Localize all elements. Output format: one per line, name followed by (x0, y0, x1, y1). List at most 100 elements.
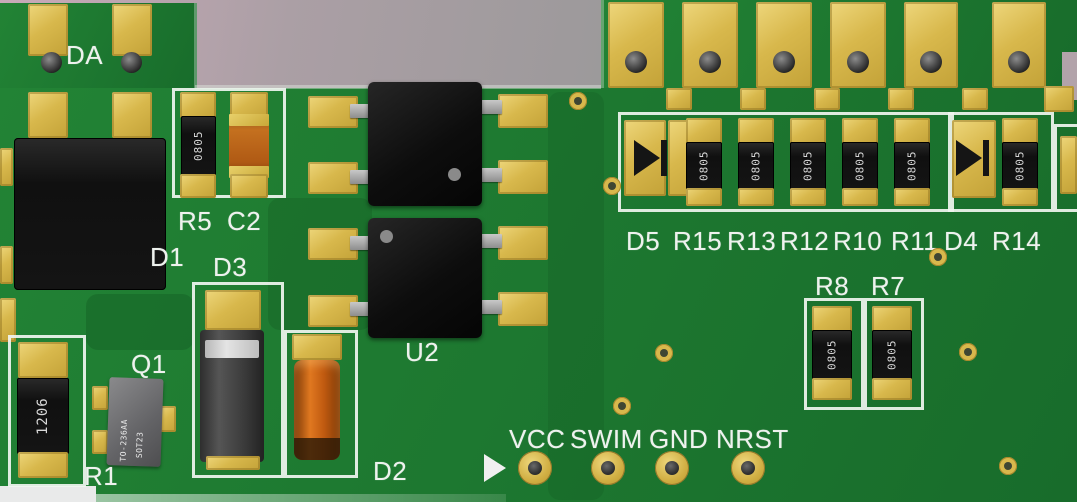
board-edge-bottom-line (96, 494, 506, 502)
smd-pad (18, 342, 68, 378)
connector-pad (992, 2, 1046, 88)
smd-pad (180, 92, 216, 118)
smd-pad (894, 118, 930, 144)
silkscreen-outline-r8 (804, 298, 864, 410)
smd-pad (230, 174, 268, 198)
smd-pad (498, 292, 548, 326)
smd-pad (308, 162, 358, 194)
smd-pad (498, 94, 548, 128)
designator-r7: R7 (871, 271, 906, 301)
pin1-arrow (484, 454, 506, 482)
ic-pin (350, 302, 372, 316)
designator-d3: D3 (213, 252, 248, 282)
smd-pad (872, 378, 912, 400)
via (613, 397, 631, 415)
smd-pad (872, 306, 912, 332)
smd-pad (0, 148, 13, 186)
smd-pad (28, 92, 68, 138)
header-pad-swim (591, 451, 625, 485)
smd-pad (160, 406, 176, 432)
silkscreen-outline-r1 (8, 335, 86, 487)
resistor-r8: 0805 (812, 330, 852, 380)
resistor-r13-marking: 0805 (749, 150, 763, 182)
resistor-r14: 0805 (1002, 142, 1038, 190)
via (929, 248, 947, 266)
designator-da: DA (66, 40, 104, 70)
designator-d5: D5 (626, 226, 661, 256)
via (603, 177, 621, 195)
smd-pad (1002, 118, 1038, 144)
designator-r8: R8 (815, 271, 850, 301)
designator-u2: U2 (405, 337, 440, 367)
diode-d2-band (294, 438, 340, 460)
ic-pin (350, 236, 372, 250)
smd-pad (92, 430, 108, 454)
drill-hole (773, 51, 795, 73)
resistor-r15-marking: 0805 (697, 150, 711, 182)
smd-pad (180, 174, 216, 198)
smd-pad (308, 295, 358, 327)
ic-pin (478, 168, 502, 182)
designator-r10: R10 (833, 226, 883, 256)
diode-d5-bar (661, 140, 667, 176)
designator-r13: R13 (727, 226, 777, 256)
smd-pad (308, 228, 358, 260)
ic-optocoupler-lower-u2 (368, 218, 482, 338)
smd-pad (790, 188, 826, 206)
drill-hole (847, 51, 869, 73)
via (999, 457, 1017, 475)
smd-pad (1044, 86, 1074, 112)
resistor-r12: 0805 (790, 142, 826, 190)
resistor-r8-marking: 0805 (825, 339, 839, 371)
resistor-r1: 1206 (17, 378, 69, 454)
diode-d4-symbol (956, 140, 982, 176)
smd-pad (1002, 188, 1038, 206)
board-edge-right-section-left (601, 0, 604, 88)
via (655, 344, 673, 362)
designator-d4: D4 (944, 226, 979, 256)
label-nrst: NRST (716, 424, 789, 454)
smd-pad (740, 88, 766, 110)
resistor-r5: 0805 (181, 116, 216, 176)
resistor-r15: 0805 (686, 142, 722, 190)
smd-pad (92, 386, 108, 410)
resistor-r7-marking: 0805 (885, 339, 899, 371)
ic-pin1-dot (380, 230, 393, 243)
drill-hole (1008, 51, 1030, 73)
smd-pad (738, 188, 774, 206)
component-d1 (14, 138, 166, 290)
connector-pad (608, 2, 664, 88)
resistor-r11: 0805 (894, 142, 930, 190)
smd-pad (498, 160, 548, 194)
board-edge-tab-right (194, 3, 197, 88)
smd-pad (738, 118, 774, 144)
label-swim: SWIM (570, 424, 643, 454)
smd-pad (666, 88, 692, 110)
smd-pad (498, 226, 548, 260)
designator-r14: R14 (992, 226, 1042, 256)
smd-pad (812, 306, 852, 332)
designator-d2: D2 (373, 456, 408, 486)
diode-d4-bar (983, 140, 989, 176)
transistor-q1: SOT23 TO-236AA (106, 377, 164, 467)
smd-pad (842, 188, 878, 206)
designator-r15: R15 (673, 226, 723, 256)
silkscreen-outline-r5c2 (172, 88, 286, 198)
smd-pad (205, 290, 261, 330)
header-pad-gnd (655, 451, 689, 485)
resistor-r12-marking: 0805 (801, 150, 815, 182)
ic-pin (350, 104, 372, 118)
designator-r5: R5 (178, 206, 213, 236)
resistor-r13: 0805 (738, 142, 774, 190)
ic-pin (478, 234, 502, 248)
smd-pad (1060, 136, 1077, 194)
silkscreen-outline-r7 (864, 298, 924, 410)
header-pad-nrst (731, 451, 765, 485)
smd-pad (292, 334, 342, 360)
label-gnd: GND (649, 424, 709, 454)
smd-pad (962, 88, 988, 110)
smd-pad (812, 378, 852, 400)
connector-pad (682, 2, 738, 88)
via (959, 343, 977, 361)
